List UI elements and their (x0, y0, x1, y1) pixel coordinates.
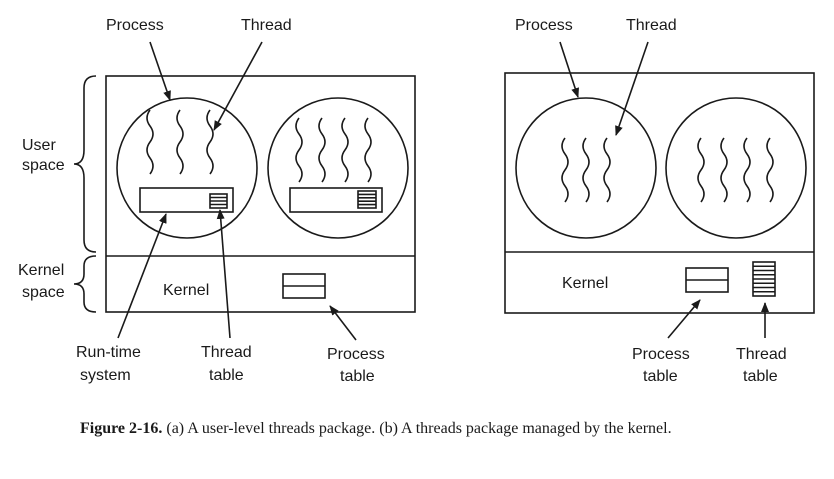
arrow-process-table-b (667, 299, 701, 339)
threads-a2 (295, 117, 372, 183)
label-thread-a: Thread (241, 17, 292, 34)
process-table-icon-b (685, 267, 729, 293)
kernel-label-a: Kernel (163, 282, 209, 299)
process-circle-b1 (515, 97, 657, 239)
label-thread-table-a-line2: table (209, 367, 244, 384)
label-user-space-line2: space (22, 157, 65, 174)
diagram-a: Process Thread User space Kernel space (18, 17, 416, 385)
process-circle-a1 (116, 97, 258, 239)
label-runtime-line1: Run-time (76, 344, 141, 361)
label-kernel-space-line1: Kernel (18, 262, 64, 279)
figure-caption: Figure 2-16. (a) A user-level threads pa… (80, 418, 780, 439)
thread-table-icon-a2 (357, 190, 377, 209)
figure-caption-text: (a) A user-level threads package. (b) A … (162, 420, 672, 437)
process-circle-b2 (665, 97, 807, 239)
user-space-brace (73, 75, 97, 253)
label-process-table-b-line1: Process (632, 346, 690, 363)
label-thread-table-b-line2: table (743, 368, 778, 385)
thread-table-icon-a1 (209, 193, 228, 209)
label-process-table-a-line2: table (340, 368, 375, 385)
system-box-a (105, 75, 416, 313)
thread-table-icon-b (752, 261, 776, 297)
arrow-process-a (149, 41, 171, 101)
arrow-process-b (559, 41, 580, 98)
figure-number: Figure 2-16. (80, 420, 163, 437)
kernel-label-b: Kernel (562, 275, 608, 292)
label-process-a: Process (106, 17, 164, 34)
label-runtime-line2: system (80, 367, 131, 384)
label-process-table-a-line1: Process (327, 346, 385, 363)
kernel-space-brace (73, 255, 97, 313)
arrow-thread-table-a (216, 209, 231, 339)
process-table-icon-a (282, 273, 326, 299)
arrow-process-table-a (329, 305, 357, 341)
process-circle-a2 (267, 97, 409, 239)
arrow-thread-a (213, 41, 263, 131)
label-user-space-line1: User (22, 137, 56, 154)
system-box-b (504, 72, 815, 314)
label-thread-table-b-line1: Thread (736, 346, 787, 363)
label-thread-b: Thread (626, 17, 677, 34)
threads-b1 (561, 137, 611, 203)
label-thread-table-a-line1: Thread (201, 344, 252, 361)
label-kernel-space-line2: space (22, 284, 65, 301)
label-process-b: Process (515, 17, 573, 34)
threads-a1 (146, 109, 214, 175)
threads-diagram: Process Thread User space Kernel space (18, 17, 815, 385)
threads-b2 (697, 137, 774, 203)
diagram-b: Process Thread Kernel (504, 17, 815, 385)
arrow-thread-b (615, 41, 649, 136)
label-process-table-b-line2: table (643, 368, 678, 385)
arrow-runtime-system (117, 213, 167, 339)
